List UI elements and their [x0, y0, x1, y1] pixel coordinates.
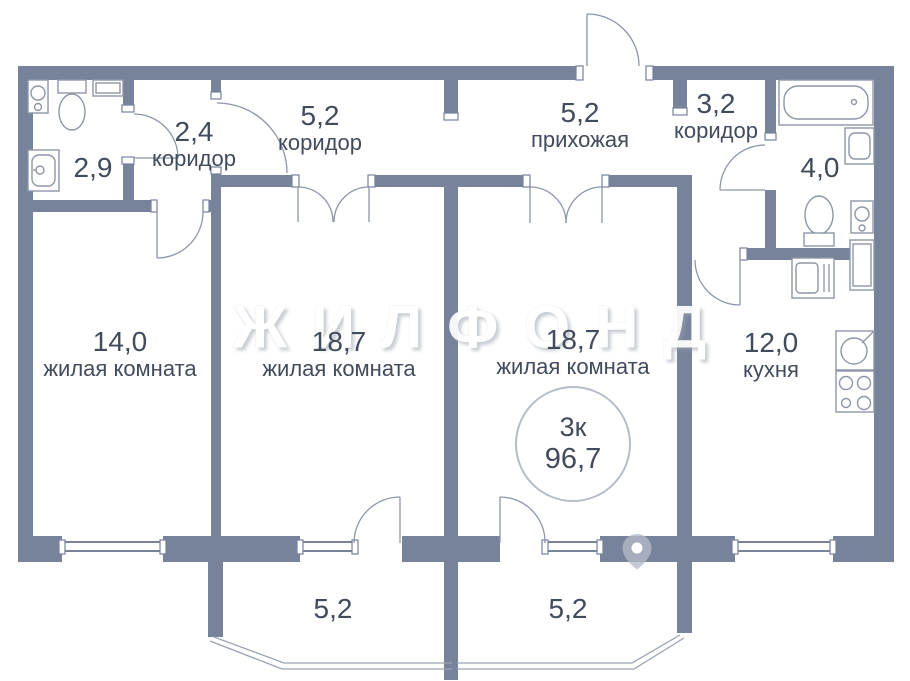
round-sink-icon: [835, 330, 875, 371]
room-name: жилая комната: [43, 356, 197, 382]
room-name: коридор: [152, 146, 236, 172]
room-name: коридор: [674, 118, 758, 144]
balcony-outlines: [209, 634, 685, 670]
sink-icon: [844, 127, 875, 165]
room-area: 5,2: [548, 592, 588, 624]
toilet-icon: [57, 79, 87, 131]
room-label-living-left: 14,0 жилая комната: [43, 326, 197, 382]
door-jambs: [121, 65, 777, 261]
room-label-balcony-right: 5,2: [548, 592, 588, 624]
balcony-door-right-icon: [499, 496, 546, 544]
total-area: 96,7: [544, 442, 602, 475]
room-label-bath-small: 2,9: [73, 151, 113, 183]
door-bath-small-icon: [133, 113, 179, 159]
windows: [58, 536, 837, 562]
washing-machine-icon: [27, 79, 49, 114]
apartment-summary-badge: 3к 96,7: [515, 386, 631, 502]
toilet-icon: [803, 195, 835, 247]
room-label-corridor-small: 2,4 коридор: [152, 116, 236, 172]
sink-icon: [27, 149, 60, 192]
door-kitchen-icon: [694, 259, 741, 306]
kitchen-sink-icon: [791, 257, 835, 299]
room-label-living-right: 18,7 жилая комната: [496, 324, 650, 380]
room-area: 5,2: [300, 100, 340, 132]
room-label-balcony-left: 5,2: [313, 592, 353, 624]
rooms-count: 3к: [559, 411, 587, 442]
entrance-door-icon: [586, 13, 640, 67]
room-label-kitchen: 12,0 кухня: [743, 327, 799, 383]
window-living-middle: [296, 536, 359, 562]
fridge-icon: [849, 239, 875, 291]
room-area: 14,0: [92, 326, 148, 358]
room-label-hallway: 5,2 прихожая: [530, 97, 630, 153]
room-area: 12,0: [743, 327, 799, 359]
room-area: 18,7: [311, 326, 367, 358]
door-bath-large-icon: [719, 144, 766, 191]
door-corridor-small-icon: [216, 102, 288, 174]
fixtures: [27, 79, 875, 413]
room-area: 2,4: [174, 116, 214, 148]
map-pin-watermark-icon: [622, 534, 652, 570]
room-area: 5,2: [313, 592, 353, 624]
room-area: 3,2: [696, 88, 736, 120]
stove-icon: [835, 370, 875, 413]
room-name: прихожая: [530, 127, 630, 153]
room-label-living-middle: 18,7 жилая комната: [262, 326, 416, 382]
washing-machine-icon: [850, 200, 874, 234]
room-name: жилая комната: [496, 354, 650, 380]
room-area: 4,0: [800, 151, 840, 183]
room-label-bath-large: 4,0: [800, 151, 840, 183]
door-living-left-icon: [156, 211, 204, 259]
window-living-right: [541, 536, 604, 562]
room-label-corridor-main: 5,2 коридор: [278, 100, 362, 156]
double-door-living-middle-icon: [297, 186, 370, 223]
window-living-left: [58, 536, 167, 562]
room-area: 2,9: [73, 151, 113, 183]
room-label-corridor-right: 3,2 коридор: [674, 88, 758, 144]
room-area: 18,7: [545, 324, 601, 356]
room-name: жилая комната: [262, 356, 416, 382]
room-area: 5,2: [560, 97, 600, 129]
walls: [18, 66, 894, 680]
balcony-door-left-icon: [353, 496, 401, 544]
doors: [133, 13, 766, 544]
room-name: коридор: [278, 130, 362, 156]
room-name: кухня: [743, 357, 799, 383]
double-door-living-right-icon: [529, 186, 603, 224]
shower-tray-icon: [92, 79, 124, 97]
bathtub-icon: [778, 79, 874, 126]
window-kitchen: [731, 536, 837, 562]
